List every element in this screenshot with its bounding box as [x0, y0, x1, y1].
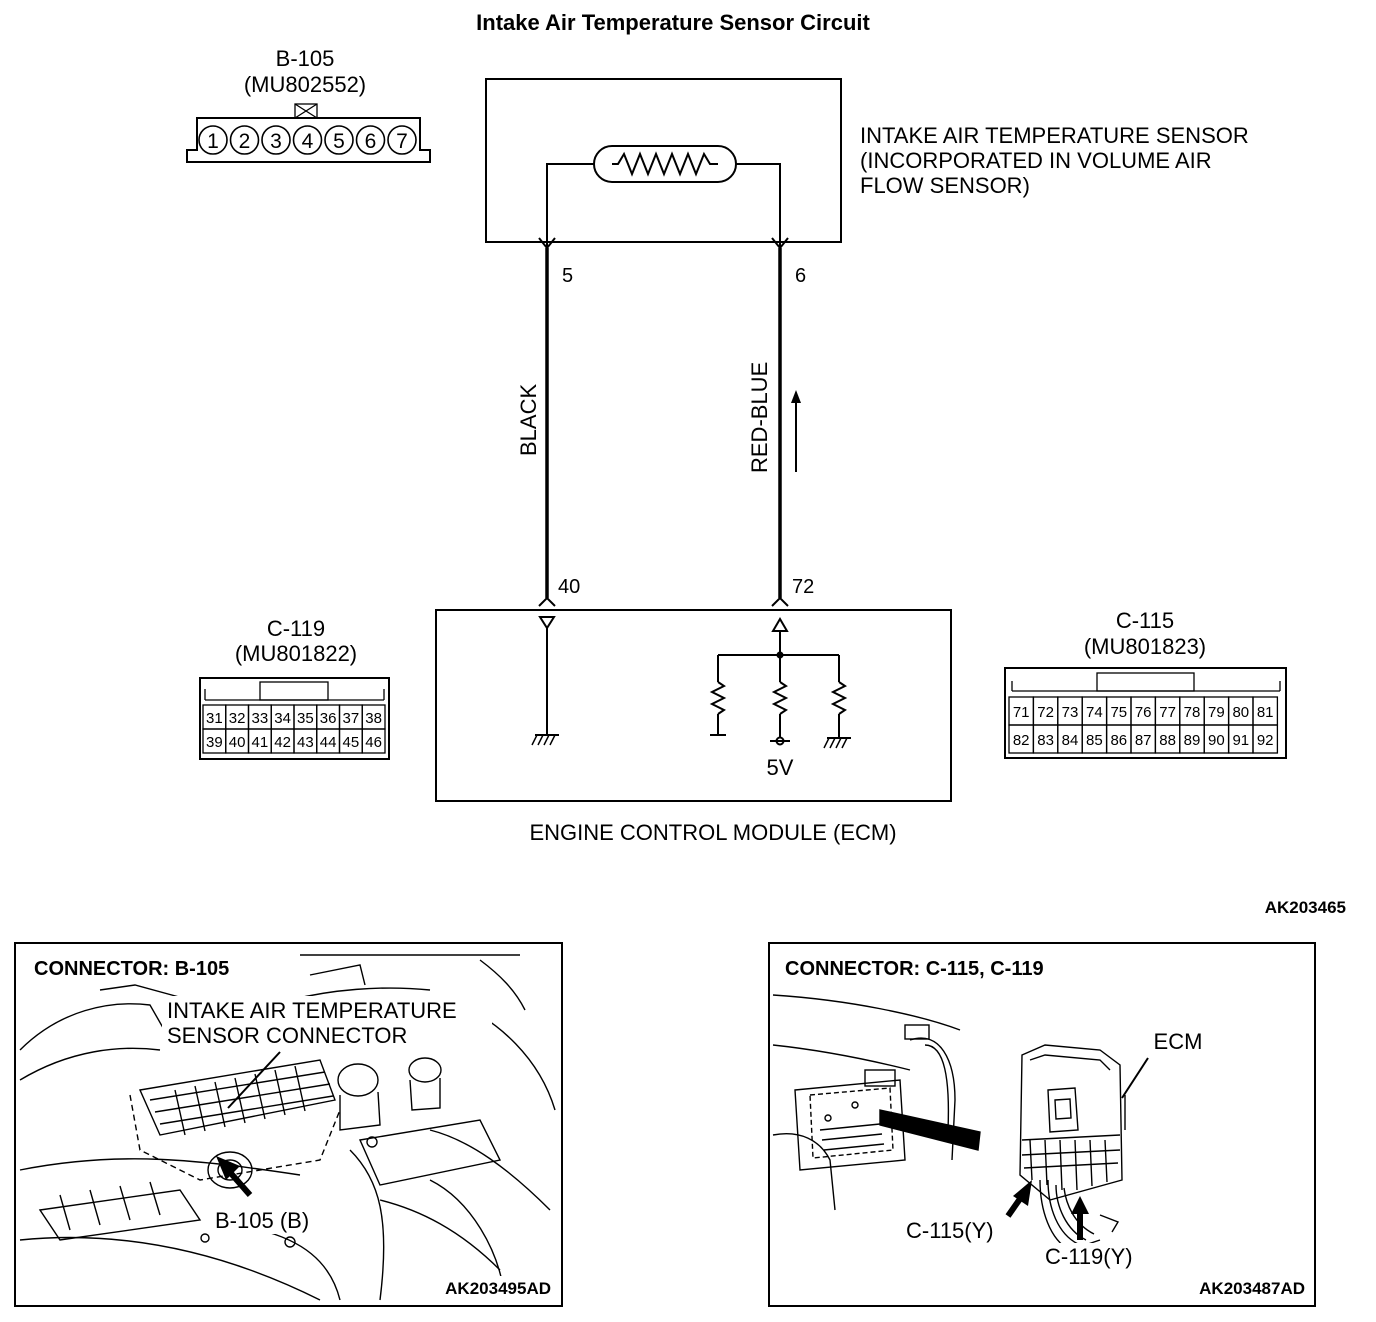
b105-pin-number: 1	[207, 130, 219, 153]
panel-connector-c115-c119: CONNECTOR: C-115, C-119 ECM C-115(Y) C-1…	[768, 942, 1316, 1307]
c119-part-number: (MU801822)	[235, 641, 357, 666]
c115-part-number: (MU801823)	[1084, 634, 1206, 659]
c115-pin-number: 91	[1232, 732, 1249, 749]
c119-pin-cell	[361, 728, 386, 754]
c115-pin-number: 72	[1037, 704, 1054, 721]
panel-right-callout-c115: C-115(Y)	[906, 1218, 994, 1243]
ecm-pin-40: 40	[558, 576, 580, 598]
b105-name: B-105	[276, 46, 335, 71]
c119-pin-number: 45	[343, 734, 360, 751]
c119-pin-number: 33	[252, 710, 269, 727]
sensor-pin-5: 5	[562, 265, 573, 287]
c115-pin-number: 84	[1062, 732, 1079, 749]
c119-pin-number: 38	[365, 710, 382, 727]
c115-pin-number: 78	[1184, 704, 1201, 721]
c119-pin-number: 34	[274, 710, 291, 727]
sensor-label-line-3: FLOW SENSOR)	[860, 173, 1030, 198]
c119-pin-number: 42	[274, 734, 291, 751]
c115-pin-number: 79	[1208, 704, 1225, 721]
c115-pin-number: 90	[1208, 732, 1225, 749]
panel-right-ecm-label: ECM	[1154, 1029, 1203, 1054]
panel-left-label-line-1: INTAKE AIR TEMPERATURE	[167, 998, 457, 1023]
c115-pin-number: 71	[1013, 704, 1030, 721]
diagram-title: Intake Air Temperature Sensor Circuit	[476, 10, 870, 35]
b105-pin-number: 7	[396, 130, 408, 153]
c119-connector: C-119 (MU801822) 31 32 33 34 35 36 37 38 39 40 41 4…	[199, 616, 390, 760]
b105-pin	[292, 125, 323, 155]
c115-pin-number: 87	[1135, 732, 1152, 749]
c119-location-arrow	[1071, 1196, 1089, 1240]
c115-pin-cell	[1252, 724, 1279, 754]
signal-direction-arrow	[791, 390, 801, 472]
panel-connector-b105: CONNECTOR: B-105 INTAKE AIR TEMPERATURE …	[14, 942, 563, 1307]
c115-pin-number: 86	[1110, 732, 1127, 749]
c115-pin-number: 76	[1135, 704, 1152, 721]
c115-pin-number: 81	[1257, 704, 1274, 721]
b105-part-number: (MU802552)	[244, 72, 366, 97]
c115-pin-number: 89	[1184, 732, 1201, 749]
c119-pin-number: 31	[206, 710, 223, 727]
c115-pin-number: 74	[1086, 704, 1103, 721]
b105-pin-number: 5	[333, 130, 345, 153]
c115-location-arrow	[1005, 1180, 1032, 1218]
c119-pin-number: 43	[297, 734, 314, 751]
panel-left-label-line-2: SENSOR CONNECTOR	[167, 1023, 407, 1048]
ecm-box: 5V	[435, 609, 952, 802]
supply-voltage-label: 5V	[767, 755, 794, 780]
c115-pin-number: 83	[1037, 732, 1054, 749]
ecm-pin-72: 72	[792, 576, 814, 598]
c115-pin-number: 80	[1232, 704, 1249, 721]
b105-pin-number: 2	[239, 130, 251, 153]
panel-left-code: AK203495AD	[445, 1279, 551, 1298]
c115-pin-number: 92	[1257, 732, 1274, 749]
c115-pin-number: 75	[1110, 704, 1127, 721]
b105-pin	[324, 125, 354, 155]
thermistor-symbol	[612, 151, 718, 177]
sensor-label-line-2: (INCORPORATED IN VOLUME AIR	[860, 148, 1212, 173]
sensor-label-line-1: INTAKE AIR TEMPERATURE SENSOR	[860, 123, 1249, 148]
panel-left-title: CONNECTOR: B-105	[34, 958, 229, 980]
panel-left-callout: B-105 (B)	[215, 1208, 309, 1233]
c119-pin-number: 32	[229, 710, 246, 727]
figure-code: AK203465	[1265, 898, 1346, 917]
red-blue-wire-label: RED-BLUE	[747, 362, 772, 473]
intake-air-temperature-sensor: INTAKE AIR TEMPERATURE SENSOR (INCORPORA…	[485, 78, 1249, 250]
b105-pin	[229, 125, 260, 155]
c119-pin-number: 37	[343, 710, 360, 727]
black-wire-label: BLACK	[516, 384, 541, 456]
c119-pin-number: 44	[320, 734, 337, 751]
panel-right-code: AK203487AD	[1199, 1279, 1305, 1298]
b105-pin	[198, 125, 228, 155]
c115-pin-number: 77	[1159, 704, 1176, 721]
c115-connector: C-115 (MU801823) 71 72 73 74 75 76 77 78 79 80 81 8…	[1004, 608, 1287, 759]
c119-pin-number: 41	[252, 734, 269, 751]
connector-location-arrow	[216, 1156, 253, 1197]
ground-symbol	[531, 734, 560, 746]
b105-pin	[355, 125, 386, 155]
ecm-illustration	[772, 994, 1126, 1251]
c115-pin-number: 85	[1086, 732, 1103, 749]
panel-right-title: CONNECTOR: C-115, C-119	[785, 958, 1044, 980]
c119-name: C-119	[267, 616, 325, 641]
c119-pin-number: 46	[365, 734, 382, 751]
c119-pin-number: 36	[320, 710, 337, 727]
b105-pin	[261, 125, 291, 155]
c115-pin-number: 73	[1062, 704, 1079, 721]
c119-pin-number: 35	[297, 710, 314, 727]
sensor-pin-6: 6	[795, 265, 806, 287]
ground-symbol	[823, 737, 852, 749]
b105-pin-number: 6	[365, 130, 377, 153]
b105-pin	[387, 125, 417, 155]
ecm-label: ENGINE CONTROL MODULE (ECM)	[529, 820, 896, 845]
c119-pin-number: 39	[206, 734, 223, 751]
b105-pin-number: 3	[270, 130, 282, 153]
panel-right-callout-c119: C-119(Y)	[1045, 1244, 1133, 1269]
c119-pin-number: 40	[229, 734, 246, 751]
b105-pin-number: 4	[302, 130, 314, 153]
c115-pin-number: 88	[1159, 732, 1176, 749]
c115-pin-number: 82	[1013, 732, 1030, 749]
c115-name: C-115	[1116, 608, 1174, 633]
